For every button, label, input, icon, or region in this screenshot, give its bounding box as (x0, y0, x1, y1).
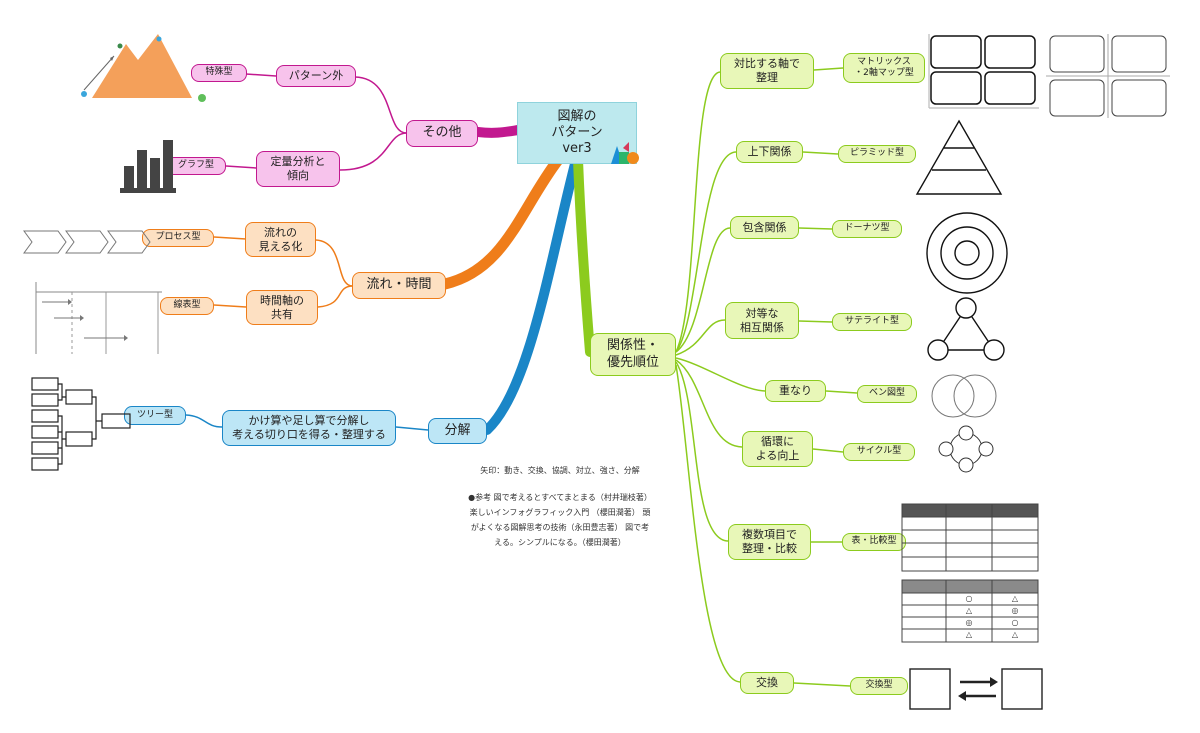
type-matrix[interactable]: マトリックス ・2軸マップ型 (843, 53, 925, 83)
pyramid-icon (915, 119, 1003, 195)
table-mark: △ (1012, 630, 1019, 639)
branch-relation-line (573, 155, 595, 357)
type-donut[interactable]: ドーナツ型 (832, 220, 902, 238)
topic-cycle[interactable]: 循環に よる向上 (742, 431, 813, 467)
gantt-chart-icon (35, 282, 162, 354)
reference-note: ●参考 図で考えるとすべてまとまる（村井瑞枝著） 楽しいインフォグラフィック入門… (468, 493, 652, 547)
table-mark: △ (1012, 594, 1019, 603)
branch-relationship[interactable]: 関係性・ 優先順位 (590, 333, 676, 376)
tree-diagram-icon (31, 377, 131, 471)
type-table[interactable]: 表・比較型 (842, 533, 906, 551)
cycle-icon (938, 425, 994, 473)
table-mark: ○ (966, 594, 973, 603)
type-gantt[interactable]: 線表型 (160, 297, 214, 315)
type-process[interactable]: プロセス型 (142, 229, 214, 247)
branch-other-line (473, 125, 523, 138)
type-cycle[interactable]: サイクル型 (843, 443, 915, 461)
table-mark: △ (966, 630, 973, 639)
topic-decompose[interactable]: かけ算や足し算で分解し 考える切り口を得る・整理する (222, 410, 396, 446)
donut-icon (926, 212, 1008, 294)
branch-flow-line (439, 154, 564, 290)
type-tree[interactable]: ツリー型 (124, 406, 186, 425)
table-mark: ◎ (1012, 606, 1019, 615)
two-axis-map-icon (1046, 34, 1170, 118)
cube-icon (611, 142, 639, 164)
topic-hierarchy[interactable]: 上下関係 (736, 141, 803, 163)
topic-compare[interactable]: 複数項目で 整理・比較 (728, 524, 811, 560)
topic-timeline-share[interactable]: 時間軸の 共有 (246, 290, 318, 325)
comparison-table-icon: ○ △ △ ◎ ◎ ○ △ △ (901, 579, 1039, 643)
branch-flow[interactable]: 流れ・時間 (352, 272, 446, 299)
topic-overlap[interactable]: 重なり (765, 380, 826, 402)
process-chevron-icon (23, 230, 151, 254)
mountain-icon (81, 34, 206, 102)
type-special[interactable]: 特殊型 (191, 64, 247, 82)
topic-inclusion[interactable]: 包含関係 (730, 216, 799, 239)
exchange-icon (909, 668, 1043, 710)
topic-outside-pattern[interactable]: パターン外 (276, 65, 356, 87)
branch-decomposition[interactable]: 分解 (428, 418, 487, 444)
branch-decomp-line (482, 155, 581, 435)
arrow-note: 矢印：動き、交換、協調、対立、強さ、分解 (480, 466, 640, 475)
table-mark: ○ (1012, 618, 1019, 627)
type-exchange[interactable]: 交換型 (850, 677, 908, 695)
satellite-icon (927, 297, 1005, 361)
topic-contrast-axes[interactable]: 対比する軸で 整理 (720, 53, 814, 89)
topic-flow-visible[interactable]: 流れの 見える化 (245, 222, 316, 257)
center-title: 図解の パターン ver3 (551, 108, 603, 157)
topic-mutual[interactable]: 対等な 相互関係 (725, 302, 799, 339)
topic-quantitative[interactable]: 定量分析と 傾向 (256, 151, 340, 187)
table-mark: △ (966, 606, 973, 615)
venn-icon (931, 374, 997, 418)
matrix-icon (928, 34, 1039, 109)
table-icon (901, 503, 1039, 572)
branch-other[interactable]: その他 (406, 120, 478, 147)
type-satellite[interactable]: サテライト型 (832, 313, 912, 331)
type-pyramid[interactable]: ピラミッド型 (838, 145, 916, 163)
bar-graph-icon (120, 140, 176, 193)
topic-exchange[interactable]: 交換 (740, 672, 794, 694)
type-venn[interactable]: ベン図型 (857, 385, 917, 403)
table-mark: ◎ (966, 618, 973, 627)
